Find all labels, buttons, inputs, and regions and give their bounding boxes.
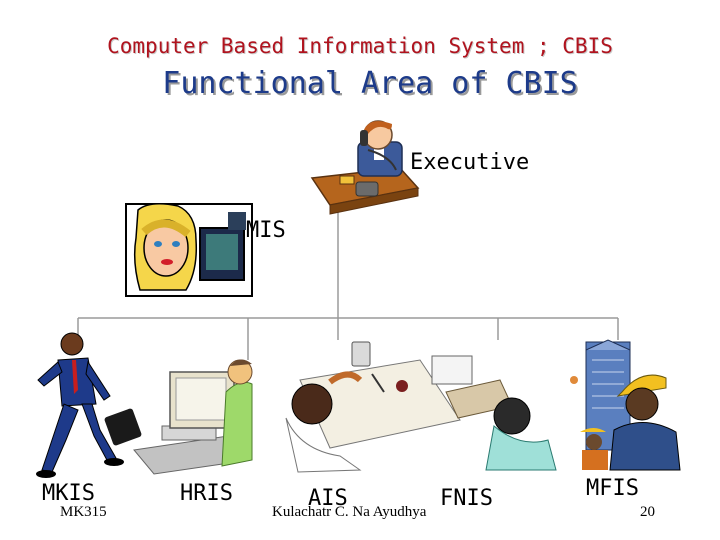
footer-page-number: 20: [640, 504, 655, 520]
slide-subtitle: Computer Based Information System ; CBIS: [107, 34, 613, 58]
accountant-desk-icon: [285, 341, 557, 473]
woman-computer-icon: [125, 203, 253, 297]
ais-label: AIS: [308, 486, 348, 511]
mkis-label: MKIS: [42, 481, 95, 506]
mfis-label: MFIS: [586, 476, 639, 501]
fnis-label: FNIS: [440, 486, 493, 511]
footer-course: MK315: [60, 504, 107, 520]
computer-worker-icon: [133, 359, 253, 475]
executive-phone-icon: [310, 120, 420, 215]
footer-author: Kulachatr C. Na Ayudhya: [272, 504, 427, 520]
mis-label: MIS: [246, 218, 286, 243]
slide-title: Functional Area of CBIS: [162, 66, 578, 101]
businessman-running-icon: [36, 332, 142, 478]
hris-label: HRIS: [180, 481, 233, 506]
factory-workers-icon: [570, 339, 681, 471]
executive-label: Executive: [410, 150, 530, 175]
